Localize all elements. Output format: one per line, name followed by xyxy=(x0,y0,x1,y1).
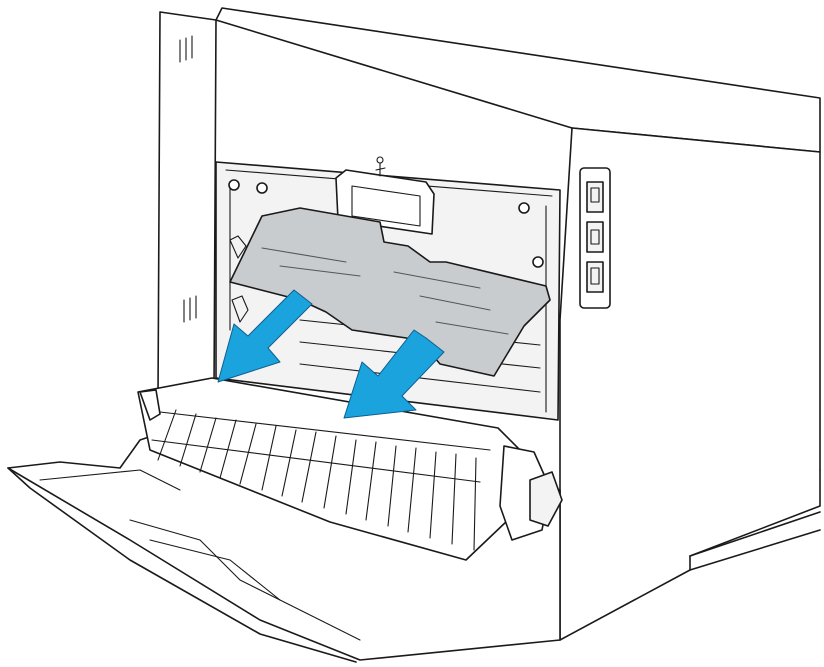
rear-door-open xyxy=(7,377,563,663)
pull-direction-arrows xyxy=(217,289,445,419)
arrow-left xyxy=(217,289,313,383)
lever-icon xyxy=(375,156,386,177)
printer-body xyxy=(157,7,821,641)
jammed-paper xyxy=(229,207,551,377)
rear-ports xyxy=(579,167,611,309)
arrow-right xyxy=(343,329,445,419)
